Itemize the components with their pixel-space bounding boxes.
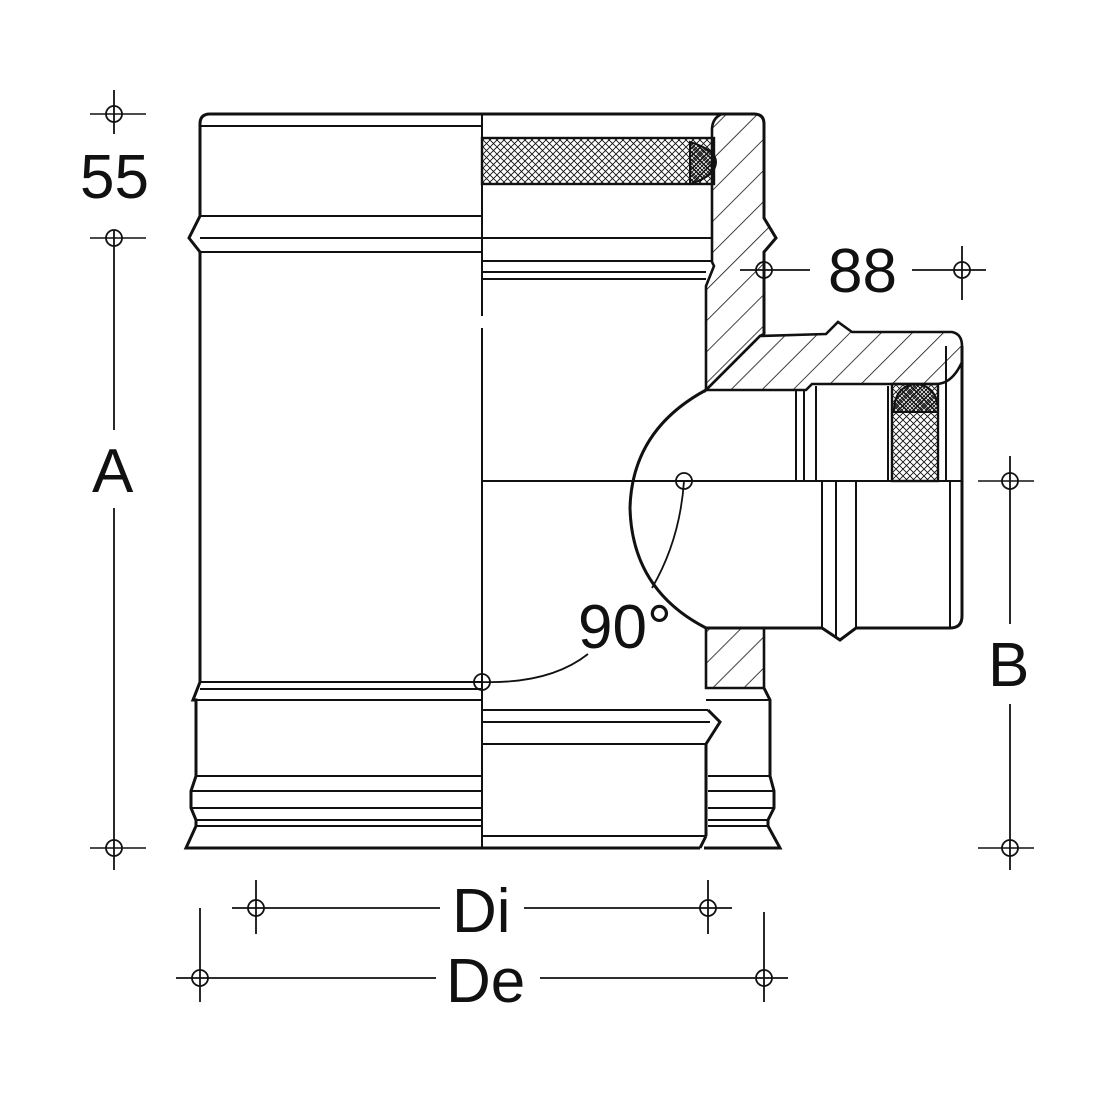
hatched-branch-wall [702,320,964,392]
dimension-de: De [176,908,788,1016]
dim-55-label: 55 [80,143,149,212]
angle-marker-2 [675,472,693,490]
angle-label: 90° [578,593,672,662]
angle-indicator: 90° [473,472,693,691]
branch-pipe [628,320,964,642]
dim-b-label: B [988,631,1029,700]
main-body-outer [183,112,482,850]
dimension-88: 88 [740,237,986,306]
dim-88-label: 88 [828,237,897,306]
dim-de-label: De [446,947,525,1016]
hatched-wall-lower [704,626,766,690]
angle-marker-1 [473,673,491,691]
dim-a-label: A [92,437,134,506]
dim-di-label: Di [452,877,511,946]
dimension-left: 55 A [80,90,149,870]
dimension-di: Di [232,877,732,946]
dimension-b: B [978,456,1034,870]
main-body-section [480,112,962,850]
insulation-band-top [480,136,716,186]
